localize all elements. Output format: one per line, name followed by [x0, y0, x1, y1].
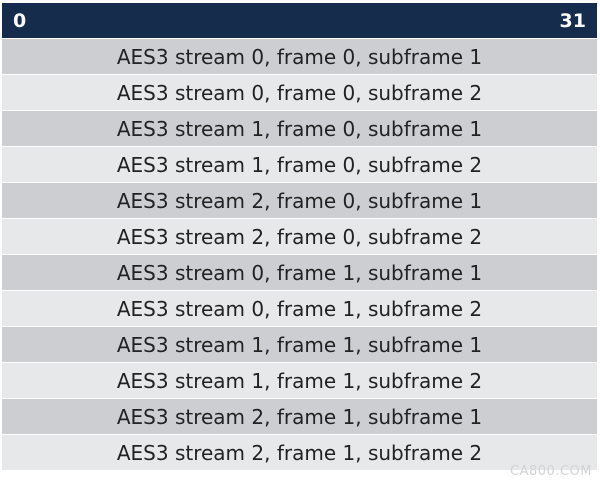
- table-row: AES3 stream 1, frame 1, subframe 2: [2, 362, 597, 398]
- table-row: AES3 stream 1, frame 0, subframe 2: [2, 146, 597, 182]
- table-row: AES3 stream 0, frame 0, subframe 1: [2, 38, 597, 74]
- table-row: AES3 stream 0, frame 1, subframe 1: [2, 254, 597, 290]
- bit-range-header: 0 31: [2, 3, 597, 38]
- table-row: AES3 stream 2, frame 1, subframe 2: [2, 434, 597, 470]
- table-row: AES3 stream 0, frame 1, subframe 2: [2, 290, 597, 326]
- table-row: AES3 stream 2, frame 0, subframe 1: [2, 182, 597, 218]
- table-row: AES3 stream 2, frame 1, subframe 1: [2, 398, 597, 434]
- table-row: AES3 stream 0, frame 0, subframe 2: [2, 74, 597, 110]
- table-row: AES3 stream 2, frame 0, subframe 2: [2, 218, 597, 254]
- watermark: CA800.COM: [510, 464, 592, 479]
- bit-start-label: 0: [13, 9, 27, 32]
- table-row: AES3 stream 1, frame 1, subframe 1: [2, 326, 597, 362]
- table-row: AES3 stream 1, frame 0, subframe 1: [2, 110, 597, 146]
- subframe-layout-table: 0 31 AES3 stream 0, frame 0, subframe 1 …: [2, 3, 597, 470]
- bit-end-label: 31: [559, 9, 586, 32]
